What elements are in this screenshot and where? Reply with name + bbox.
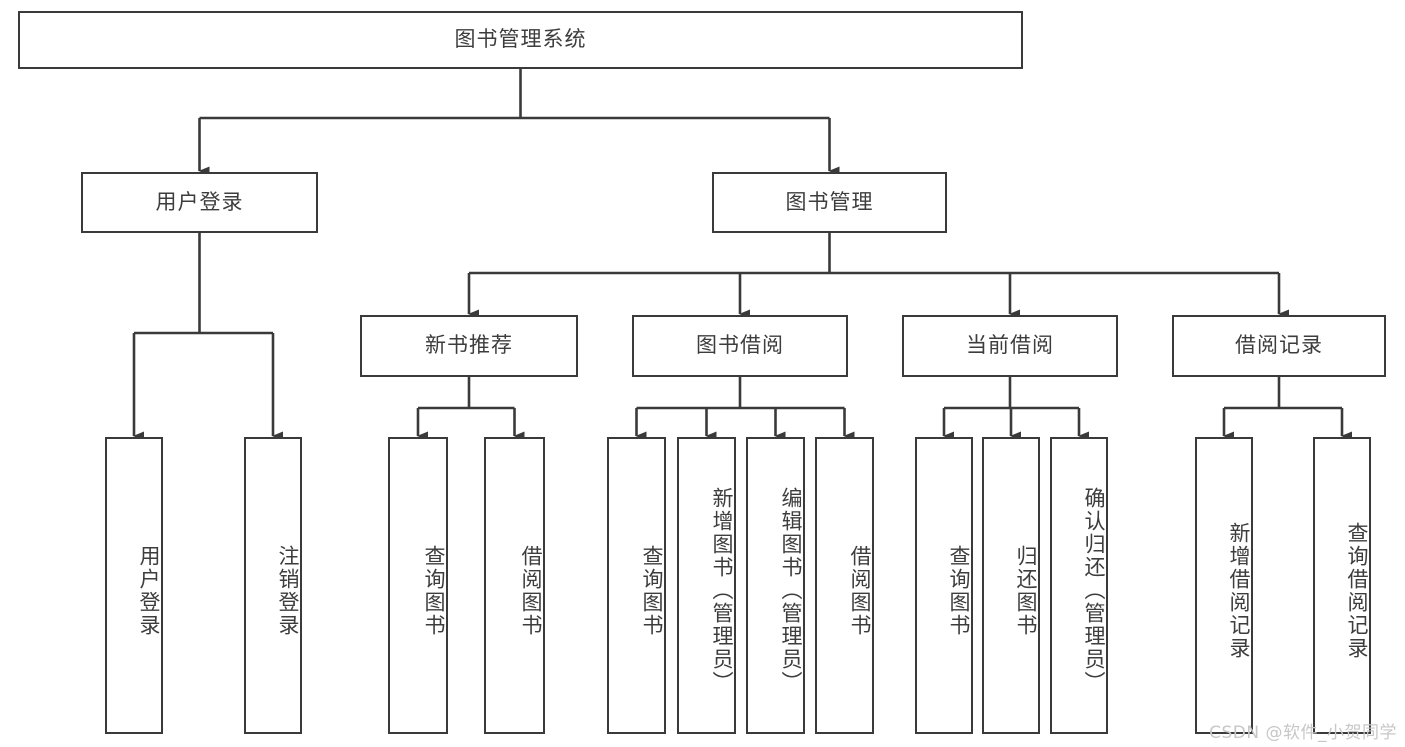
node-label: 编辑图书（管理员）	[779, 487, 803, 694]
node-label: 用户登录	[137, 544, 161, 637]
leaf-add-book-admin[interactable]: 新增图书（管理员）	[677, 437, 736, 734]
node-label: 查询图书	[947, 544, 971, 637]
node-label: 借阅记录	[1235, 333, 1323, 358]
node-label: 当前借阅	[966, 333, 1054, 358]
node-root[interactable]: 图书管理系统	[18, 11, 1023, 69]
node-label: 查询图书	[640, 544, 664, 637]
node-label: 确认归还（管理员）	[1082, 487, 1106, 694]
node-label: 新增借阅记录	[1227, 521, 1251, 660]
node-label: 归还图书	[1014, 544, 1038, 637]
leaf-borrow-book-recommend[interactable]: 借阅图书	[484, 437, 545, 734]
node-label: 新书推荐	[425, 333, 513, 358]
leaf-query-book-recommend[interactable]: 查询图书	[388, 437, 448, 734]
leaf-confirm-return-admin[interactable]: 确认归还（管理员）	[1050, 437, 1108, 734]
watermark-text: CSDN @软件_小贺同学	[1209, 723, 1397, 743]
node-label: 图书借阅	[696, 333, 784, 358]
node-label: 图书管理系统	[454, 27, 587, 52]
leaf-query-book-current[interactable]: 查询图书	[915, 437, 973, 734]
node-label: 借阅图书	[519, 544, 543, 637]
leaf-add-borrow-record[interactable]: 新增借阅记录	[1195, 437, 1253, 734]
leaf-query-book[interactable]: 查询图书	[607, 437, 666, 734]
node-borrow-record[interactable]: 借阅记录	[1172, 315, 1386, 377]
node-label: 用户登录	[155, 189, 244, 214]
leaf-query-borrow-record[interactable]: 查询借阅记录	[1313, 437, 1371, 734]
node-label: 注销登录	[276, 544, 300, 637]
leaf-return-book[interactable]: 归还图书	[982, 437, 1040, 734]
node-label: 图书管理	[785, 189, 874, 214]
leaf-user-login[interactable]: 用户登录	[105, 437, 163, 734]
node-book-borrow[interactable]: 图书借阅	[632, 315, 848, 377]
node-label: 查询图书	[422, 544, 446, 637]
leaf-edit-book-admin[interactable]: 编辑图书（管理员）	[746, 437, 805, 734]
node-current-borrow[interactable]: 当前借阅	[902, 315, 1118, 377]
node-label: 查询借阅记录	[1345, 521, 1369, 660]
leaf-borrow-book[interactable]: 借阅图书	[815, 437, 874, 734]
leaf-logout[interactable]: 注销登录	[244, 437, 302, 734]
node-label: 借阅图书	[848, 544, 872, 637]
node-book-management[interactable]: 图书管理	[712, 172, 947, 233]
node-label: 新增图书（管理员）	[710, 487, 734, 694]
node-user-login[interactable]: 用户登录	[81, 172, 318, 233]
node-new-book-recommend[interactable]: 新书推荐	[360, 315, 578, 377]
